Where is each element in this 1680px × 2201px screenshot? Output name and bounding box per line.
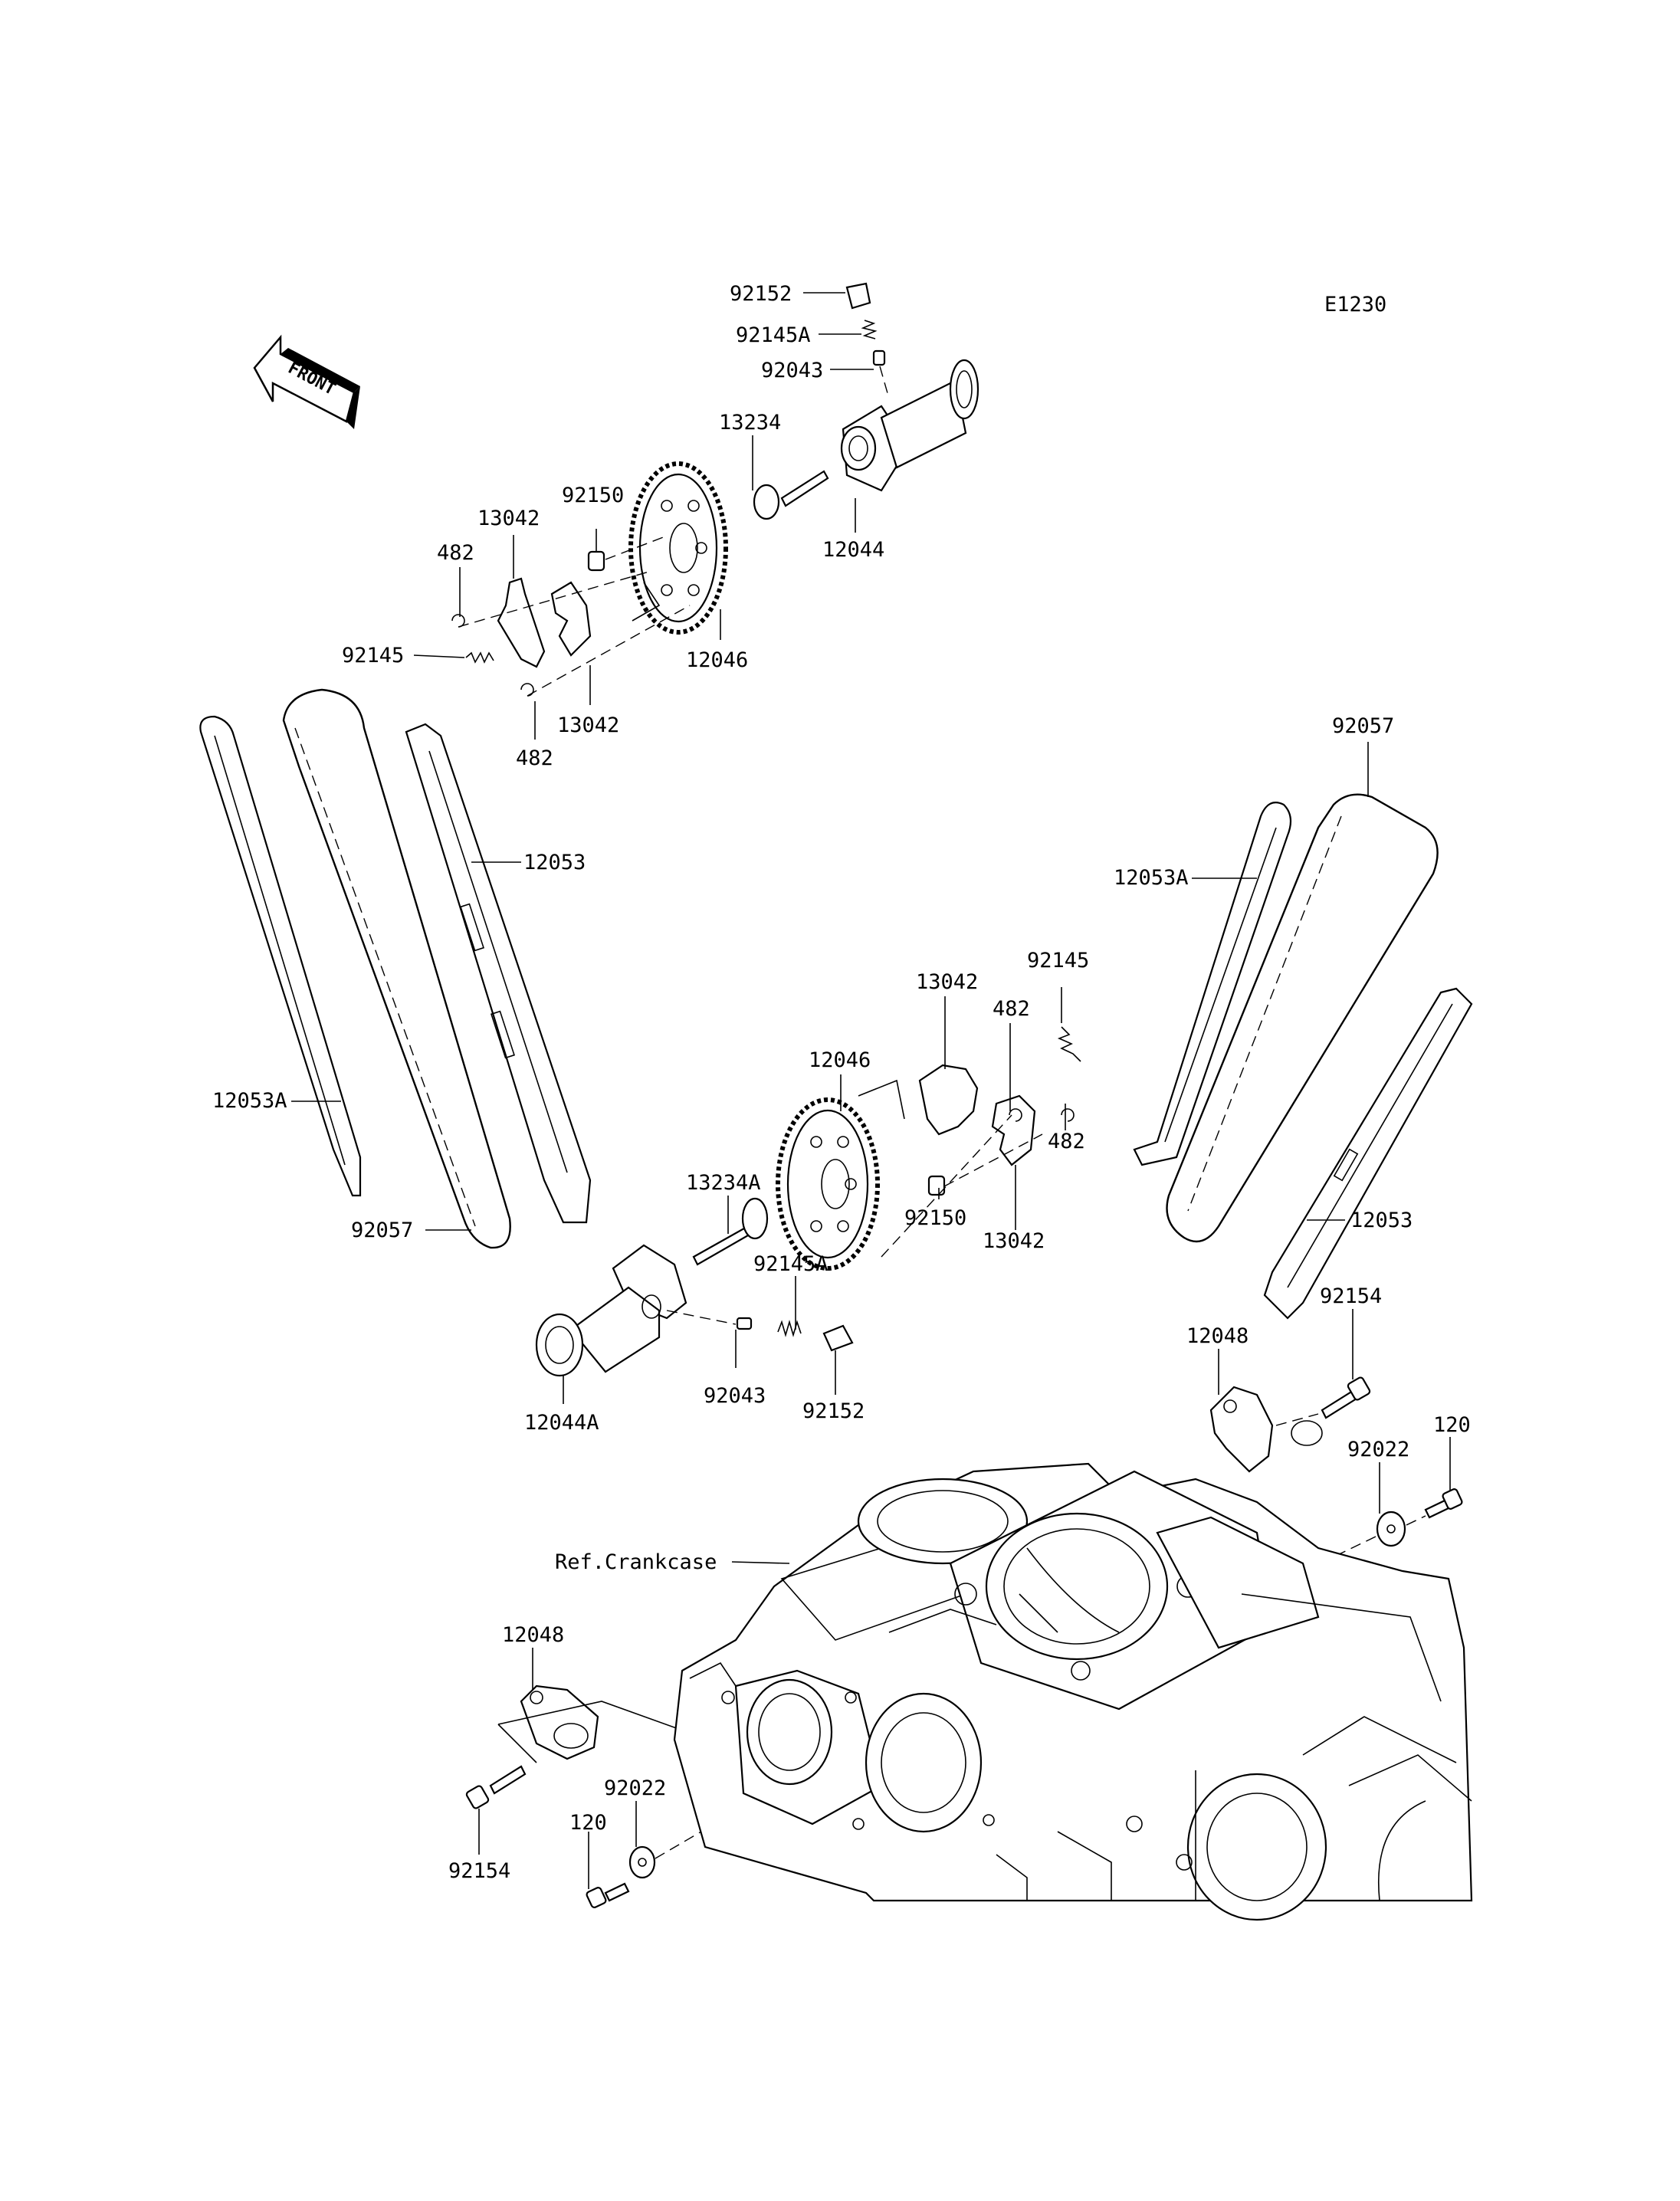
callout-upper-92043: 92043	[761, 359, 823, 382]
upper-cap-92152	[845, 282, 871, 310]
upper-bolt-92150	[587, 550, 605, 572]
right-washer-92022	[1376, 1511, 1406, 1547]
lower-sprocket-12046	[776, 1097, 880, 1271]
callout-lower-92150: 92150	[904, 1206, 966, 1230]
upper-pin-92043	[872, 349, 886, 366]
bottom-washer-92022	[628, 1845, 656, 1879]
callout-upper-92152: 92152	[730, 282, 792, 306]
right-chain-guide-12053	[1263, 987, 1473, 1320]
callout-lower-92145A: 92145A	[753, 1252, 829, 1276]
upper-clip-482-a	[451, 614, 465, 628]
right-bolt-120	[1424, 1488, 1463, 1519]
left-cam-chain-92057	[282, 688, 511, 1249]
callout-upper-92145: 92145	[342, 644, 404, 668]
diagram-code: E1230	[1324, 293, 1386, 317]
upper-clip-482-b	[520, 683, 534, 697]
right-chain-guide-12053A	[1133, 802, 1292, 1166]
callout-upper-12044: 12044	[822, 538, 884, 562]
upper-decompressor-weight-13042-a	[497, 577, 546, 668]
callout-right-92154: 92154	[1320, 1284, 1382, 1308]
callout-right-120: 120	[1433, 1413, 1471, 1437]
callout-lower-13042-b: 13042	[983, 1229, 1045, 1253]
callout-right-12053A: 12053A	[1114, 866, 1189, 890]
callout-bottom-120: 120	[569, 1811, 607, 1835]
callout-upper-92150: 92150	[562, 484, 624, 507]
callout-upper-92145A: 92145A	[736, 323, 811, 347]
lower-camshaft-12044A	[535, 1244, 687, 1377]
crankcase-reference	[673, 1462, 1473, 1921]
callout-left-92154: 92154	[448, 1859, 510, 1883]
callout-right-92057: 92057	[1332, 714, 1394, 738]
callout-left-12053A: 12053A	[212, 1089, 287, 1113]
lower-camshaft-pin-13234A	[692, 1197, 769, 1266]
upper-camshaft-pin-13234	[753, 470, 829, 520]
callout-ref-crankcase: Ref.Crankcase	[555, 1550, 717, 1574]
left-tensioner-12048	[520, 1684, 599, 1760]
lower-spring-92145A	[777, 1320, 802, 1337]
right-bolt-92154	[1321, 1376, 1371, 1419]
callout-lower-92043: 92043	[704, 1384, 766, 1408]
upper-spring-92145	[465, 651, 494, 664]
lower-clip-482-b	[1061, 1108, 1075, 1122]
callout-lower-482-a: 482	[993, 997, 1030, 1021]
left-chain-guide-12053A	[199, 715, 362, 1197]
lower-clip-482-a	[1009, 1108, 1022, 1122]
callout-lower-92145: 92145	[1027, 949, 1089, 973]
callout-upper-13042-a: 13042	[477, 507, 540, 530]
callout-right-92022: 92022	[1347, 1438, 1409, 1461]
callout-left-12053: 12053	[523, 851, 586, 874]
callout-lower-12044A: 12044A	[524, 1411, 599, 1435]
upper-spring-92145A	[861, 320, 878, 339]
callout-right-12053: 12053	[1350, 1209, 1413, 1232]
left-bolt-92154	[465, 1765, 527, 1809]
callout-bottom-92022: 92022	[604, 1776, 666, 1800]
callout-upper-13042-b: 13042	[557, 713, 619, 737]
right-tensioner-12048	[1209, 1386, 1323, 1473]
upper-camshaft-12044	[840, 359, 979, 492]
lower-decompressor-weight-13042-a	[918, 1064, 979, 1136]
upper-decompressor-weight-13042-b	[550, 581, 592, 657]
callout-left-92057: 92057	[351, 1219, 413, 1242]
callout-lower-12046: 12046	[809, 1048, 871, 1072]
front-arrow-icon: FRONT	[253, 334, 360, 429]
callout-lower-13042-a: 13042	[916, 970, 978, 994]
left-chain-guide-12053	[405, 723, 592, 1224]
callout-left-12048: 12048	[502, 1623, 564, 1647]
callout-upper-482-b: 482	[516, 746, 553, 770]
callout-lower-13234A: 13234A	[686, 1171, 761, 1195]
callout-lower-92152: 92152	[802, 1399, 865, 1423]
callout-right-12048: 12048	[1186, 1324, 1249, 1348]
callout-upper-12046: 12046	[686, 648, 748, 672]
lower-cap-92152	[822, 1324, 854, 1352]
callout-upper-13234: 13234	[719, 411, 781, 435]
callout-lower-482-b: 482	[1048, 1130, 1085, 1153]
lower-spring-92145	[1057, 1026, 1081, 1062]
lower-decompressor-weight-13042-b	[991, 1094, 1036, 1166]
right-cam-chain-92057	[1166, 793, 1439, 1243]
bottom-bolt-120	[586, 1882, 630, 1908]
callout-upper-482-a: 482	[437, 541, 474, 565]
lower-pin-92043	[736, 1317, 753, 1330]
upper-sprocket-12046	[628, 461, 728, 635]
lower-bolt-92150	[927, 1175, 946, 1196]
